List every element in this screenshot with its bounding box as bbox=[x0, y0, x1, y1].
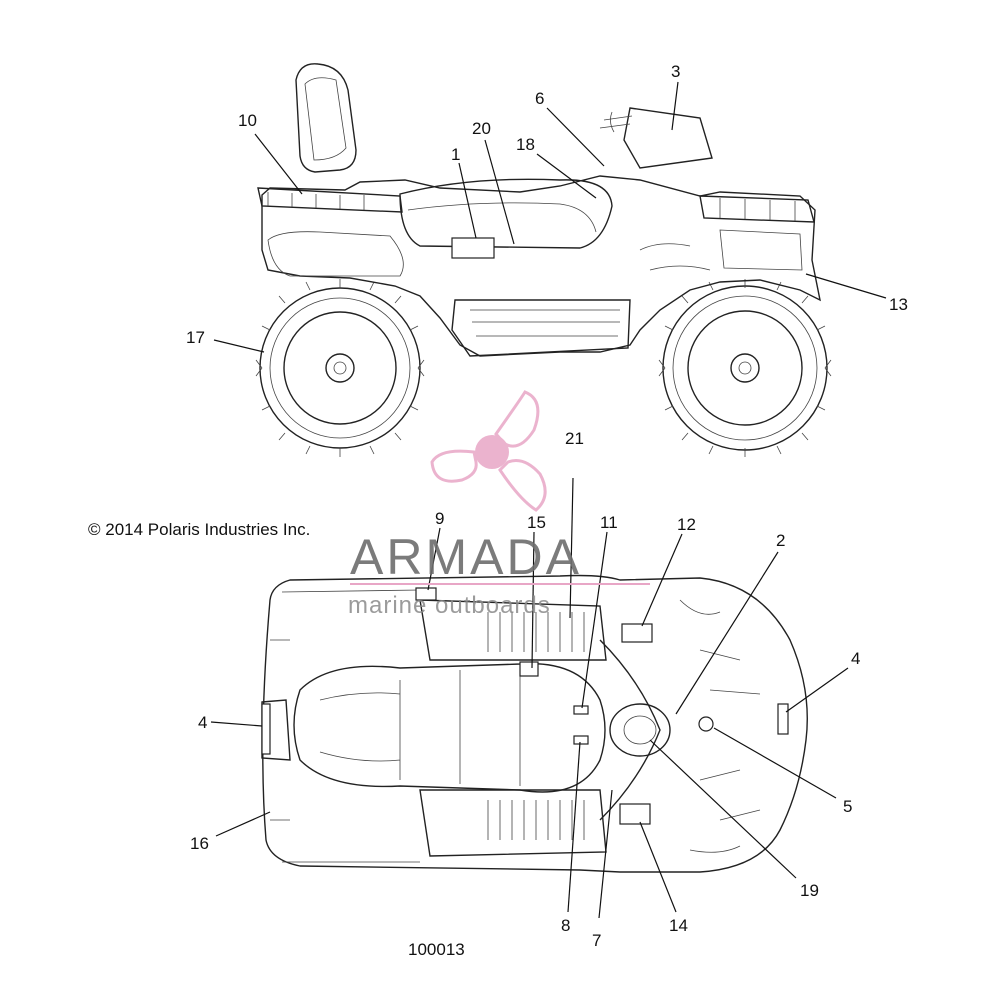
right-floorboard bbox=[419, 789, 607, 857]
callout-8: 8 bbox=[561, 916, 570, 935]
callout-numbers: 1 2 3 4 4 5 6 7 8 9 10 11 12 13 14 15 16… bbox=[186, 62, 908, 950]
decal-1 bbox=[451, 237, 495, 259]
decal-8 bbox=[573, 735, 589, 745]
callout-3: 3 bbox=[671, 62, 680, 81]
front-wheel bbox=[658, 279, 832, 457]
callout-20: 20 bbox=[472, 119, 491, 138]
callout-12: 12 bbox=[677, 515, 696, 534]
callout-19: 19 bbox=[800, 881, 819, 900]
top-body-outline bbox=[262, 574, 808, 873]
floorboard bbox=[451, 299, 631, 357]
top-seat bbox=[293, 662, 606, 793]
watermark-brand: ARMADA bbox=[350, 529, 582, 585]
callout-5: 5 bbox=[843, 797, 852, 816]
passenger-backrest bbox=[295, 63, 357, 173]
callout-15: 15 bbox=[527, 513, 546, 532]
decal-11 bbox=[573, 705, 589, 715]
callout-18: 18 bbox=[516, 135, 535, 154]
decal-14 bbox=[619, 803, 651, 825]
callout-21: 21 bbox=[565, 429, 584, 448]
decal-12 bbox=[621, 623, 653, 643]
leader-lines bbox=[210, 81, 887, 919]
callout-4-front: 4 bbox=[851, 649, 860, 668]
decal-9 bbox=[415, 587, 437, 601]
callout-6: 6 bbox=[535, 89, 544, 108]
atv-body-outline bbox=[261, 175, 821, 357]
callout-13: 13 bbox=[889, 295, 908, 314]
decal-4-front bbox=[777, 703, 789, 735]
decal-4-rear bbox=[261, 703, 271, 755]
figure-number: 100013 bbox=[408, 940, 465, 959]
callout-2: 2 bbox=[776, 531, 785, 550]
atv-top-view bbox=[261, 574, 808, 873]
callout-4-rear: 4 bbox=[198, 713, 207, 732]
decal-15 bbox=[519, 661, 539, 677]
callout-7: 7 bbox=[592, 931, 601, 950]
callout-9: 9 bbox=[435, 509, 444, 528]
callout-10: 10 bbox=[238, 111, 257, 130]
callout-1: 1 bbox=[451, 145, 460, 164]
atv-side-view bbox=[255, 63, 832, 457]
watermark-propeller-logo bbox=[430, 390, 547, 512]
callout-17: 17 bbox=[186, 328, 205, 347]
callout-11: 11 bbox=[600, 513, 618, 532]
callout-14: 14 bbox=[669, 916, 688, 935]
copyright-notice: © 2014 Polaris Industries Inc. bbox=[88, 520, 311, 539]
front-rack bbox=[699, 195, 815, 223]
rear-rack bbox=[257, 187, 403, 213]
rear-wheel bbox=[255, 279, 425, 457]
atv-seat bbox=[399, 178, 613, 249]
decal-5 bbox=[698, 716, 714, 732]
callout-16: 16 bbox=[190, 834, 209, 853]
watermark-tagline: marine outboards bbox=[348, 592, 551, 619]
handlebar-pod bbox=[623, 107, 713, 169]
left-floorboard bbox=[419, 599, 607, 661]
